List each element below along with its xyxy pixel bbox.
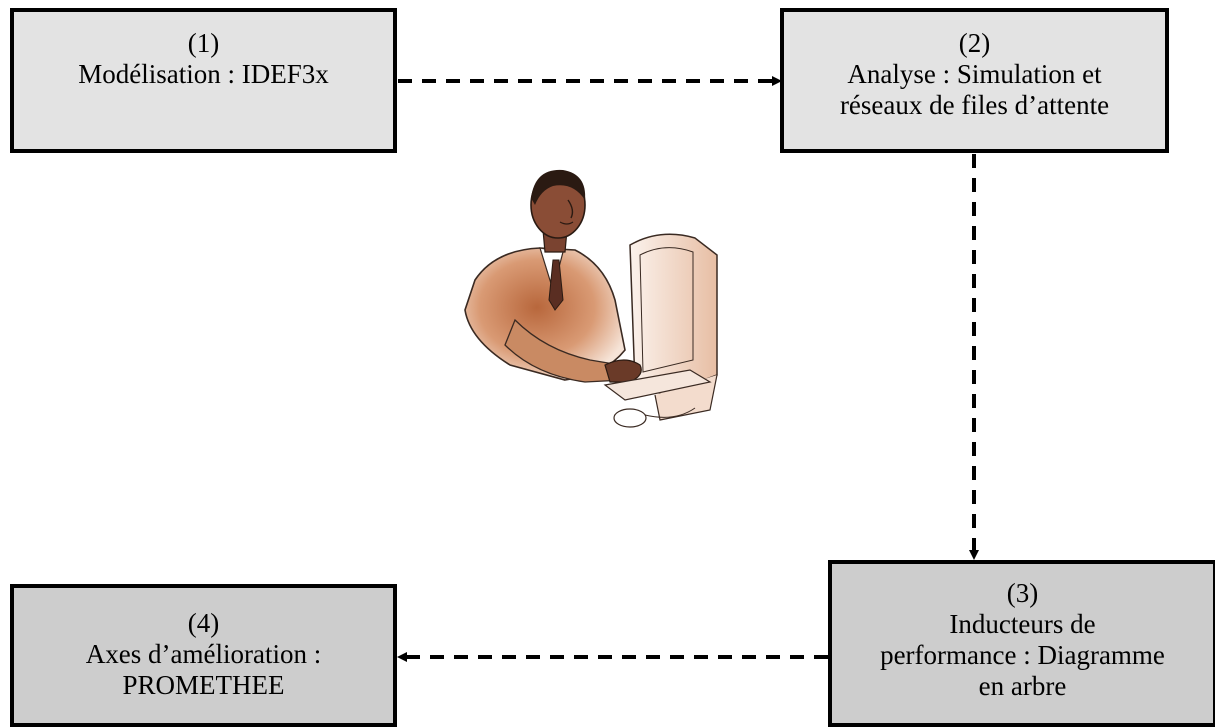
step-label: performance : Diagramme bbox=[880, 640, 1165, 670]
step-box-modelisation: (1) Modélisation : IDEF3x bbox=[10, 8, 397, 153]
step-label: en arbre bbox=[978, 671, 1067, 701]
step-box-analyse: (2) Analyse : Simulation et réseaux de f… bbox=[780, 8, 1169, 153]
person-at-computer-icon bbox=[464, 169, 718, 428]
step-box-axes-amelioration: (4) Axes d’amélioration : PROMETHEE bbox=[10, 584, 397, 727]
step-label: Modélisation : IDEF3x bbox=[78, 59, 329, 89]
step-number: (1) bbox=[187, 28, 220, 58]
step-number: (2) bbox=[958, 28, 991, 58]
step-label: PROMETHEE bbox=[122, 670, 285, 700]
step-label: Inducteurs de bbox=[949, 609, 1096, 639]
step-number: (4) bbox=[187, 608, 220, 638]
step-label: réseaux de files d’attente bbox=[839, 90, 1110, 120]
step-number: (3) bbox=[1006, 578, 1039, 608]
step-label: Axes d’amélioration : bbox=[85, 639, 322, 669]
step-label: Analyse : Simulation et bbox=[847, 59, 1102, 89]
step-box-inducteurs: (3) Inducteurs de performance : Diagramm… bbox=[828, 560, 1215, 727]
